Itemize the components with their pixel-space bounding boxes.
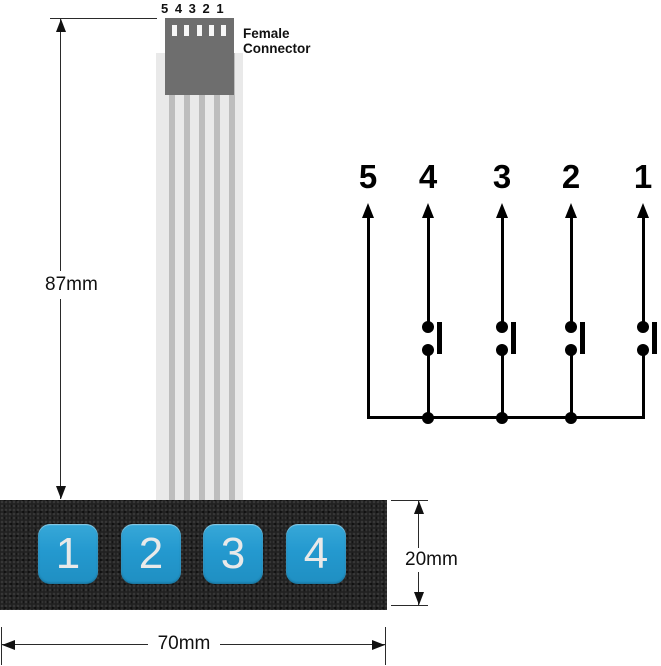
schematic-pin-2-label: 2 <box>561 158 581 195</box>
cable-stripe <box>214 53 220 500</box>
dim-20-arrow-down-icon <box>414 592 424 605</box>
dim-70-arrow-right-icon <box>372 640 385 650</box>
schematic-wire <box>500 215 504 327</box>
schematic-pin-3-label: 3 <box>492 158 512 195</box>
dim-20-extension-top <box>391 500 428 501</box>
schematic-arrow-up-icon <box>362 203 374 218</box>
junction-dot-icon <box>565 412 577 424</box>
schematic-pin-2: 2 <box>549 160 593 422</box>
connector-slot <box>184 25 190 36</box>
female-connector-label-line2: Connector <box>243 41 311 56</box>
dim-70-arrow-left-icon <box>2 640 15 650</box>
keypad-panel: 1 2 3 4 <box>0 500 387 610</box>
dim-70-extension-left <box>1 627 2 665</box>
schematic-wire <box>366 215 370 418</box>
schematic-pin-1-label: 1 <box>633 158 653 195</box>
switch-actuator-icon <box>437 322 442 354</box>
schematic-wire <box>426 215 430 327</box>
dim-20-extension-bottom <box>391 605 428 606</box>
schematic-arrow-up-icon <box>565 203 577 218</box>
schematic-arrow-up-icon <box>496 203 508 218</box>
dim-20-label: 20mm <box>402 548 461 572</box>
junction-dot-icon <box>496 412 508 424</box>
switch-actuator-icon <box>652 322 657 354</box>
connector-slot <box>221 25 226 36</box>
keypad-button-4: 4 <box>286 524 346 584</box>
switch-contact-icon <box>496 321 508 333</box>
switch-actuator-icon <box>580 322 585 354</box>
dim-70-label: 70mm <box>148 634 220 654</box>
schematic-arrow-up-icon <box>637 203 649 218</box>
cable-stripe <box>169 53 175 500</box>
dim-87-reference-line <box>50 18 157 19</box>
dim-87-arrow-up-icon <box>56 19 66 32</box>
schematic-wire <box>569 215 573 327</box>
schematic-pin-4: 4 <box>406 160 450 422</box>
junction-dot-icon <box>422 412 434 424</box>
keypad-button-2: 2 <box>121 524 181 584</box>
female-connector-label-line1: Female <box>243 26 290 41</box>
connector-slot <box>172 25 177 36</box>
switch-contact-icon <box>565 321 577 333</box>
schematic-arrow-up-icon <box>422 203 434 218</box>
schematic-pin-3: 3 <box>480 160 524 422</box>
cable-stripe <box>229 53 235 500</box>
dim-87-arrow-down-icon <box>56 486 66 499</box>
connector-pin-numbers: 5 4 3 2 1 <box>161 1 226 16</box>
ribbon-cable <box>156 53 243 500</box>
schematic-wire <box>569 350 573 418</box>
schematic-pin-5: 5 <box>346 160 390 422</box>
female-connector <box>165 18 234 95</box>
keypad-button-3: 3 <box>203 524 263 584</box>
switch-actuator-icon <box>511 322 516 354</box>
schematic-pin-1: 1 <box>621 160 661 422</box>
switch-contact-icon <box>422 321 434 333</box>
dim-70-extension-right <box>385 627 386 665</box>
female-connector-label: Female Connector <box>243 26 311 56</box>
schematic-wire <box>426 350 430 418</box>
cable-stripe <box>184 53 190 500</box>
connector-slot <box>196 25 202 36</box>
schematic-wire <box>500 350 504 418</box>
cable-stripe <box>199 53 205 500</box>
schematic-wire <box>641 215 645 327</box>
switch-contact-icon <box>637 321 649 333</box>
schematic-pin-5-label: 5 <box>358 158 378 195</box>
dim-87-line <box>60 19 61 499</box>
dim-20-arrow-up-icon <box>414 501 424 514</box>
schematic-pin-4-label: 4 <box>418 158 438 195</box>
keypad-button-1: 1 <box>38 524 98 584</box>
connector-slot <box>208 25 214 36</box>
schematic-wire <box>641 350 645 418</box>
dim-87-label: 87mm <box>42 271 101 299</box>
